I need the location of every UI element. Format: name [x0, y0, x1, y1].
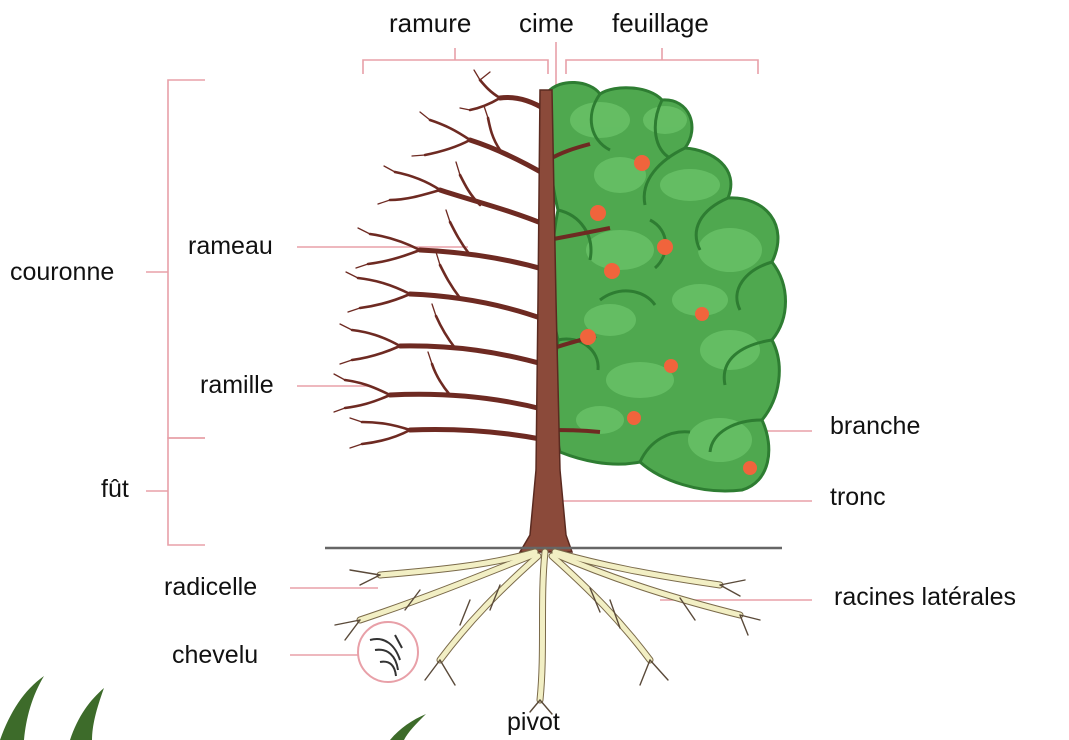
label-tronc: tronc — [830, 485, 886, 510]
label-feuillage: feuillage — [612, 10, 709, 36]
label-pivot: pivot — [507, 710, 560, 735]
feuillage-bracket — [566, 60, 758, 74]
label-ramure: ramure — [389, 10, 471, 36]
grass-decoration — [0, 676, 426, 740]
label-fut: fût — [101, 477, 129, 502]
bare-branches — [334, 70, 546, 448]
label-racines-laterales: racines latérales — [834, 585, 1016, 610]
label-ramille: ramille — [200, 373, 274, 398]
label-cime: cime — [519, 10, 574, 36]
ramure-bracket — [363, 60, 548, 74]
label-couronne: couronne — [10, 260, 114, 285]
chevelu-magnifier — [358, 622, 418, 682]
label-rameau: rameau — [188, 234, 273, 259]
fut-bracket — [168, 438, 205, 545]
label-radicelle: radicelle — [164, 575, 257, 600]
foliage — [548, 82, 786, 491]
label-branche: branche — [830, 414, 920, 439]
label-chevelu: chevelu — [172, 643, 258, 668]
